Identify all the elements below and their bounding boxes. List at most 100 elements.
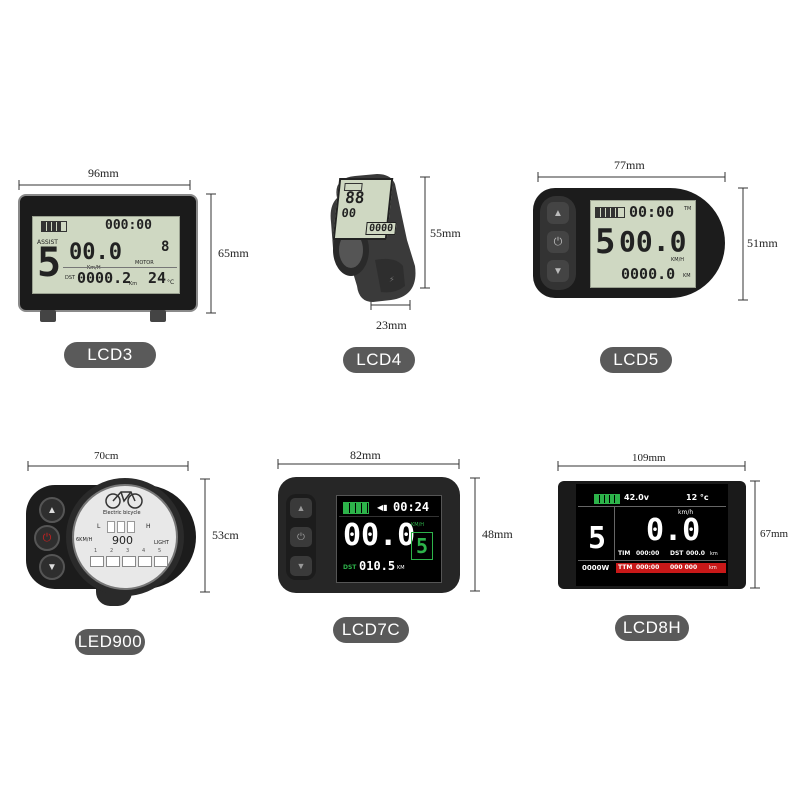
mount-clip [150, 310, 166, 322]
up-button[interactable]: ▲ [39, 497, 65, 523]
low-label: L [97, 523, 101, 530]
height-dimension: 53cm [212, 528, 239, 542]
assist-level: 5 [411, 532, 433, 560]
up-button[interactable]: ▲ [547, 202, 569, 224]
down-arrow-icon: ▼ [296, 561, 306, 571]
speed-unit: km/h [678, 509, 694, 516]
bicycle-icon [105, 491, 143, 509]
dial-face [72, 484, 178, 590]
total-time: 000:00 [636, 564, 660, 571]
divider [63, 267, 177, 268]
level-number: 2 [110, 548, 114, 554]
down-button[interactable]: ▼ [39, 554, 65, 580]
lcd3-screen: 000:00 ASSIST 5 00.0 Km/H MOTOR 8 DST 00… [32, 216, 180, 294]
level-segment [106, 556, 120, 567]
down-arrow-icon: ▼ [553, 265, 563, 277]
total-row: TTM 000:00 000 000 km [616, 563, 726, 573]
device-title: Electric bicycle [103, 510, 141, 516]
width-dimension: 109mm [632, 452, 666, 464]
odometer-readout: 000 000 [670, 564, 698, 571]
power-button[interactable]: ⏻ [290, 527, 312, 547]
level-segment [138, 556, 152, 567]
down-button[interactable]: ▼ [290, 556, 312, 576]
divider [339, 516, 439, 517]
height-dimension-line [738, 187, 748, 301]
height-dimension-line [420, 176, 430, 289]
ttm-label: TTM [618, 564, 633, 571]
distance-unit: km [710, 551, 718, 557]
time-mode: TM [684, 206, 692, 212]
model-number: 900 [112, 534, 133, 547]
distance-readout: 000.0 [686, 550, 705, 557]
time-readout: 00:00 [629, 203, 675, 221]
assist-level: 5 [588, 521, 607, 556]
level-indicator [127, 521, 135, 533]
dst-label: DST [65, 275, 76, 281]
motor-label: MOTOR [135, 260, 154, 266]
width-dimension-line [537, 172, 726, 182]
speed-readout: 88 [344, 188, 366, 207]
speed-unit: KM/H [671, 257, 685, 263]
level-segment [122, 556, 136, 567]
width-dimension: 96mm [88, 166, 119, 180]
divider [578, 560, 726, 561]
level-number: 3 [126, 548, 130, 554]
power-button[interactable]: ⏻ [34, 525, 60, 551]
distance-readout: 010.5 [359, 559, 396, 573]
battery-icon [41, 221, 67, 232]
mount-clip [40, 310, 56, 322]
up-button[interactable]: ▲ [290, 498, 312, 518]
odometer-readout: 0000.0 [621, 265, 676, 283]
speed-unit: Km/H [87, 265, 101, 271]
light-label: LIGHT [154, 540, 169, 546]
distance-readout: 0000.2 [77, 269, 132, 287]
height-dimension-line [206, 193, 216, 314]
height-dimension-line [470, 477, 480, 592]
width-dimension: 70cm [94, 450, 119, 462]
product-label: LCD7C [333, 617, 409, 643]
dst-label: DST [343, 564, 357, 571]
height-dimension: 51mm [747, 236, 778, 250]
width-dimension: 77mm [614, 158, 645, 172]
speed-unit: KM/H [411, 522, 425, 528]
tim-label: TIM [618, 550, 631, 557]
motor-readout: 8 [161, 239, 170, 255]
power-button[interactable]: ⏻ [547, 231, 569, 253]
height-dimension-line [200, 478, 210, 593]
level-number: 4 [142, 548, 146, 554]
light-icon: ◀▮ [377, 503, 388, 512]
trip-row: TIM 000:00 DST 000.0 km [616, 550, 726, 559]
width-dimension: 82mm [350, 448, 381, 462]
product-label: LCD5 [600, 347, 672, 373]
lcd7c-color-screen: ◀▮ 00:24 00.0 KM/H 5 DST 010.5 KM [336, 495, 442, 583]
product-label: LED900 [75, 629, 145, 655]
time-readout: 00:24 [393, 500, 430, 514]
walk-speed-label: 6KM/H [76, 537, 93, 543]
level-segment [154, 556, 168, 567]
product-label: LCD4 [343, 347, 415, 373]
speed-readout: 00.0 [619, 225, 687, 258]
speed-readout: 00.0 [343, 518, 416, 553]
level-indicator [117, 521, 125, 533]
up-arrow-icon: ▲ [553, 207, 563, 219]
high-label: H [146, 523, 151, 530]
voltage-readout: 42.0v [624, 493, 649, 502]
odometer-readout: 0000 [365, 222, 397, 235]
dst-label: DST [670, 550, 684, 557]
width-dimension: 23mm [376, 318, 407, 332]
odometer-unit: km [709, 565, 717, 571]
assist-label: ASSIST [37, 239, 58, 246]
assist-level: 5 [595, 222, 616, 262]
product-label: LCD8H [615, 615, 689, 641]
power-icon: ⏻ [42, 531, 52, 544]
height-dimension: 48mm [482, 527, 513, 541]
product-label: LCD3 [64, 342, 156, 368]
divider [578, 506, 726, 507]
down-button[interactable]: ▼ [547, 260, 569, 282]
height-dimension: 65mm [218, 246, 249, 260]
temperature-readout: 24 [148, 269, 167, 287]
svg-text:⚡: ⚡ [389, 275, 395, 284]
battery-icon [343, 502, 369, 514]
speed-readout: 0.0 [646, 513, 701, 548]
width-dimension-line [27, 461, 189, 471]
